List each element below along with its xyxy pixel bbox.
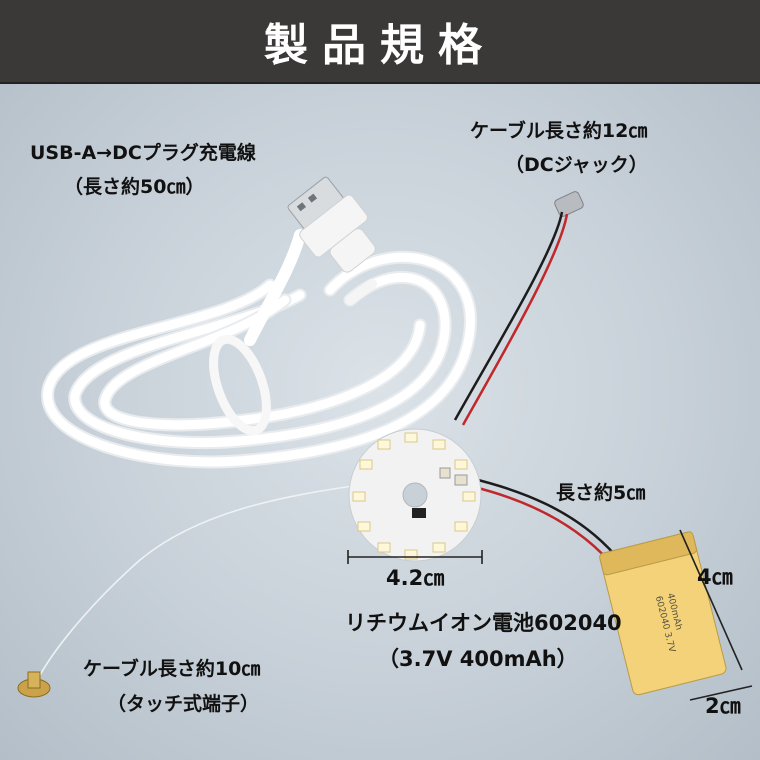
dimension-battery-height [679,529,743,671]
touch-cable-label: ケーブル長さ約10㎝ [83,658,261,680]
battery-width-label: 2㎝ [705,694,741,718]
touch-terminal-label: （タッチ式端子） [107,693,260,715]
battery-lead-label: 長さ約5㎝ [556,482,646,504]
led-board [348,428,482,562]
board-width-label: 4.2㎝ [386,566,445,590]
usb-plug [287,176,376,273]
page-title: 製品規格 [264,20,496,71]
usb-cable-label: USB-A→DCプラグ充電線 [30,142,256,164]
lithium-battery: 602040 3.7V 400mAh [599,531,727,696]
dc-jack [453,191,584,426]
dimension-battery-width [689,685,753,701]
dc-plug [345,279,377,305]
dimension-board-width [347,550,483,564]
battery-leads [469,476,616,563]
header-bar: 製品規格 [0,0,760,84]
battery-spec-label: （3.7V 400mAh） [378,647,578,671]
battery-height-label: 4㎝ [697,565,733,589]
cable-tie [209,334,271,436]
usb-cable-length-label: （長さ約50㎝） [64,176,205,198]
battery-label: リチウムイオン電池602040 [345,611,622,635]
touch-wire [39,484,361,676]
touch-terminal [17,671,51,698]
dc-jack-label: （DCジャック） [505,154,648,176]
dc-cable-label: ケーブル長さ約12㎝ [470,120,648,142]
usb-cable [41,229,477,469]
